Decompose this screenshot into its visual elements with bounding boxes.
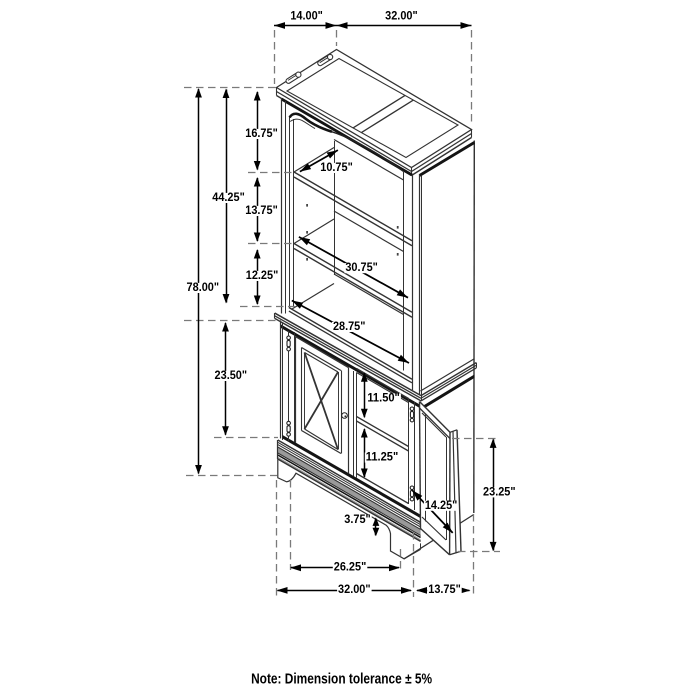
- svg-text:32.00": 32.00": [338, 584, 371, 596]
- svg-text:23.50": 23.50": [215, 370, 248, 382]
- svg-text:23.25": 23.25": [483, 486, 516, 498]
- svg-text:12.25": 12.25": [246, 270, 279, 282]
- svg-text:44.25": 44.25": [212, 192, 245, 204]
- svg-text:78.00": 78.00": [187, 282, 220, 294]
- svg-text:14.00": 14.00": [290, 11, 323, 23]
- svg-text:30.75": 30.75": [345, 262, 378, 274]
- svg-text:26.25": 26.25": [334, 561, 367, 573]
- svg-text:3.75": 3.75": [344, 514, 371, 526]
- svg-text:13.75": 13.75": [245, 205, 278, 217]
- svg-text:28.75": 28.75": [333, 321, 366, 333]
- svg-text:32.00": 32.00": [385, 11, 418, 23]
- svg-text:14.25": 14.25": [425, 500, 458, 512]
- svg-text:16.75": 16.75": [245, 128, 278, 140]
- svg-text:11.50": 11.50": [367, 393, 400, 405]
- svg-text:10.75": 10.75": [320, 162, 353, 174]
- svg-text:Note: Dimension tolerance ± 5%: Note: Dimension tolerance ± 5%: [251, 672, 432, 688]
- svg-text:13.75": 13.75": [428, 584, 461, 596]
- svg-text:11.25": 11.25": [366, 452, 399, 464]
